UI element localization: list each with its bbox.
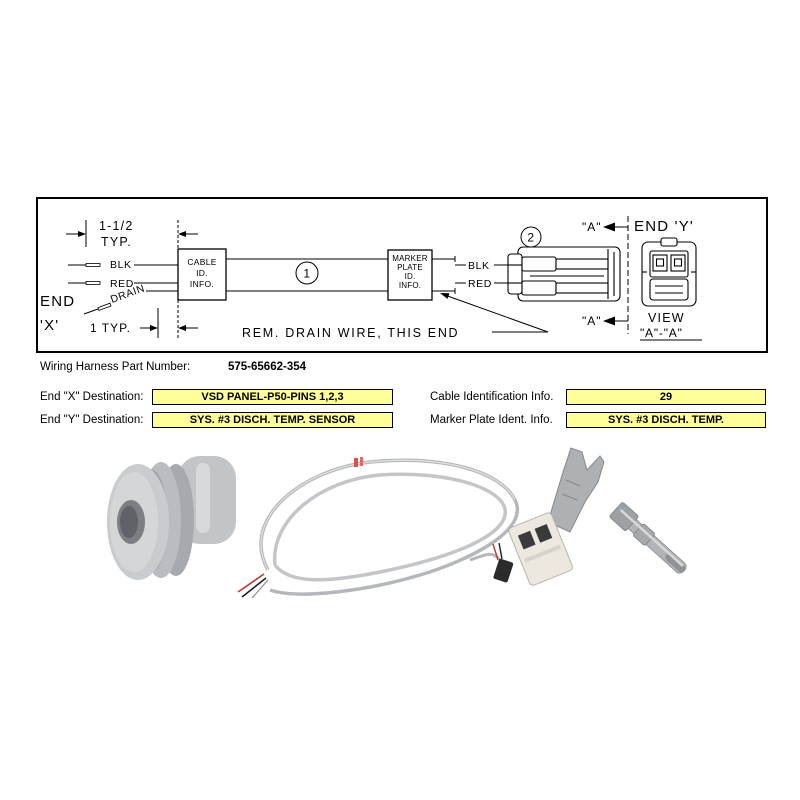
end-y-red-label: RED <box>468 278 492 290</box>
grommet-seal-photo <box>107 456 236 580</box>
connector-face-view <box>641 237 697 307</box>
view-arrow-icon <box>603 222 615 232</box>
cable-marker-band <box>354 458 358 467</box>
item-1-balloon <box>295 261 319 285</box>
end-x-destination-field: VSD PANEL-P50-PINS 1,2,3 <box>152 389 393 405</box>
seal-hole-inner <box>120 506 138 538</box>
arrowhead-icon <box>178 325 186 331</box>
top-dimension-note: TYP. <box>101 235 132 249</box>
end-x-wires <box>68 263 178 315</box>
cable-id-info-field: 29 <box>566 389 766 405</box>
connector-lower-cavity <box>555 282 609 294</box>
drain-wire-conductor <box>83 308 99 315</box>
cable-connector <box>493 558 514 583</box>
cable-id-line1: CABLE <box>187 257 216 267</box>
view-arrow-icon <box>603 316 615 326</box>
cable-loop-highlight <box>260 459 516 571</box>
connector-red-lead <box>492 543 499 561</box>
cable-jacket <box>226 258 388 292</box>
note-leader <box>440 293 549 333</box>
crimp-terminal-photo <box>609 502 687 574</box>
end-y-label: END 'Y' <box>634 218 694 235</box>
cable-marker-band <box>360 457 363 466</box>
cable-id-line2: ID. <box>196 268 208 278</box>
arrowhead-icon <box>78 231 86 237</box>
end-y-blk-label: BLK <box>468 260 490 272</box>
top-dimension <box>66 220 198 248</box>
connector-upper-cavity <box>555 258 609 270</box>
face-terminal-2 <box>673 258 683 267</box>
leader-arrowhead-icon <box>440 293 450 299</box>
housing-cavity-2 <box>534 523 553 543</box>
face-lower-block <box>649 278 689 301</box>
marker-plate-info-label: Marker Plate Ident. Info. <box>430 414 553 426</box>
pin-tip <box>665 553 686 573</box>
marker-plate-line3: ID. <box>405 272 416 281</box>
arrowhead-icon <box>150 325 158 331</box>
cable-id-line3: INFO. <box>190 279 214 289</box>
cable-loop-outer <box>259 458 519 596</box>
cable-assembly-photo <box>237 457 519 599</box>
cable-loop-inner <box>273 472 507 582</box>
end-x-id: 'X' <box>40 317 59 334</box>
end-x-red-label: RED <box>110 278 134 290</box>
seal-tail-highlight <box>196 463 210 533</box>
marker-plate-info-field: SYS. #3 DISCH. TEMP. <box>566 412 766 428</box>
end-x-blk-label: BLK <box>110 259 132 271</box>
housing-terminal-strip <box>547 447 605 533</box>
part-number-label: Wiring Harness Part Number: <box>40 361 191 373</box>
housing-cavity-1 <box>517 530 536 550</box>
housing-shell <box>508 512 573 586</box>
cable-id-info-label: Cable Identification Info. <box>430 391 554 403</box>
end-y-destination-label: End "Y" Destination: <box>40 414 144 426</box>
connector-upper-seal <box>521 256 557 272</box>
housing-body <box>508 512 573 586</box>
end-y-destination-field: SYS. #3 DISCH. TEMP. SENSOR <box>152 412 393 428</box>
red-wire-insulation <box>85 281 101 285</box>
section-label-bottom: "A" <box>582 314 602 328</box>
pin-highlight <box>620 509 684 567</box>
part-number-value: 575-65662-354 <box>228 361 307 373</box>
drain-wire-insulation <box>97 302 112 311</box>
pin-barrel <box>633 523 655 546</box>
top-dimension-value: 1-1/2 <box>99 219 134 233</box>
housing-rib <box>524 544 561 563</box>
marker-plate-line1: MARKER <box>392 254 427 263</box>
connector-lower-seal <box>521 280 557 296</box>
connector-black-lead <box>498 542 503 560</box>
connector-side-view <box>507 246 621 302</box>
cable-red-wire-end <box>237 573 265 593</box>
marker-plate-line2: PLATE <box>397 263 423 272</box>
product-photos <box>107 447 687 599</box>
diagram-frame <box>36 197 768 353</box>
cable-black-wire-end <box>241 577 267 598</box>
item-1-number: 1 <box>303 267 310 281</box>
section-label-top: "A" <box>582 220 602 234</box>
drain-wire-note: REM. DRAIN WIRE, THIS END <box>242 326 459 340</box>
item-2-number: 2 <box>527 231 534 245</box>
connector-rear-cap <box>507 253 523 295</box>
cable-id-box <box>177 248 227 301</box>
terminal-strip-detail <box>561 493 578 501</box>
leader-diagonal <box>441 293 549 333</box>
wiring-diagram: 1-1/2 TYP. BLK RED DRAIN END 'X' 1 TYP. … <box>36 197 768 353</box>
pin-crimp-wings <box>609 502 639 531</box>
marker-plate-line4: INFO. <box>399 281 421 290</box>
end-y-wires <box>432 256 510 294</box>
end-x-label: END <box>40 293 75 310</box>
arrowhead-icon <box>178 231 186 237</box>
face-terminal-1 <box>655 258 665 267</box>
view-label: VIEW <box>648 311 685 325</box>
connector-housing-photo <box>508 447 605 586</box>
face-latch <box>660 237 678 247</box>
bottom-dimension <box>140 300 198 338</box>
terminal-strip-detail <box>565 479 581 487</box>
cable-drain-wire-end <box>251 579 269 599</box>
blk-wire-insulation <box>85 263 101 267</box>
end-x-destination-label: End "X" Destination: <box>40 391 144 403</box>
marker-plate-box <box>387 249 433 301</box>
view-id: "A"-"A" <box>640 326 683 340</box>
bottom-dimension-value: 1 TYP. <box>90 321 131 335</box>
